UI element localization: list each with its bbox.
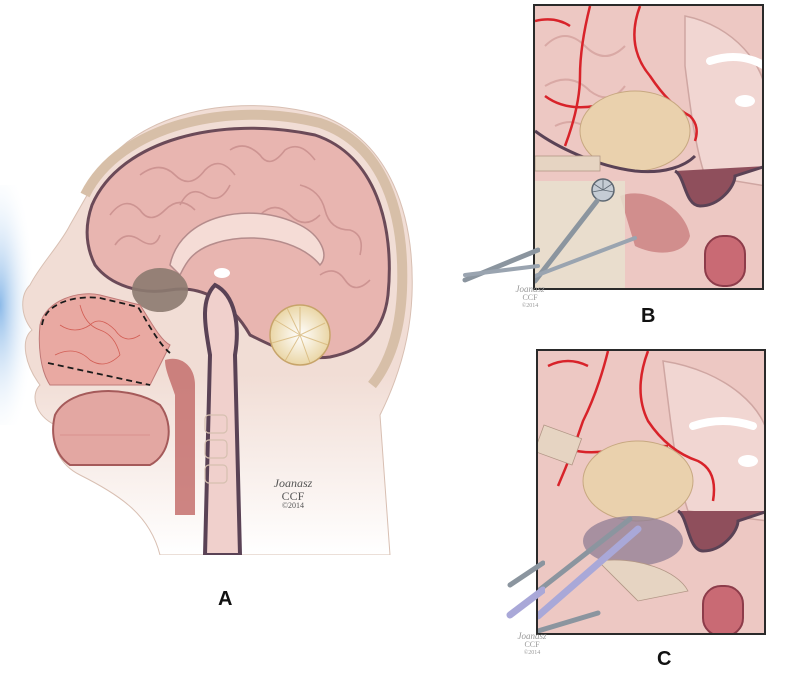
- artist-signature: Joanasz: [273, 476, 313, 490]
- signature-panel-c: Joanasz CCF ©2014: [512, 631, 552, 656]
- artist-signature: Joanasz: [515, 284, 545, 294]
- signature-panel-b: Joanasz CCF ©2014: [510, 284, 550, 309]
- tumor-resection-diagram: [538, 351, 764, 633]
- artist-signature: Joanasz: [517, 631, 547, 641]
- panel-label-b: B: [641, 305, 656, 327]
- sagittal-head-diagram: [0, 105, 413, 555]
- signature-year: ©2014: [521, 302, 539, 309]
- signature-year: ©2014: [281, 501, 305, 511]
- drill-burr-icon: [591, 178, 615, 202]
- signature-org: CCF: [281, 488, 305, 503]
- panel-a-illustration: [0, 95, 420, 555]
- drill-handle-overhang: [462, 247, 540, 283]
- instrument-handles-overhang: [506, 560, 545, 619]
- panel-label-a: A: [218, 588, 233, 610]
- drill-approach-diagram: [535, 6, 762, 288]
- panel-label-c: C: [657, 648, 672, 670]
- panel-b-inset: [533, 4, 764, 290]
- signature-org: CCF: [524, 640, 540, 650]
- panel-c-inset: [536, 349, 766, 635]
- signature-year: ©2014: [523, 649, 541, 656]
- signature-panel-a: Joanasz CCF ©2014: [263, 477, 323, 511]
- signature-org: CCF: [522, 293, 538, 303]
